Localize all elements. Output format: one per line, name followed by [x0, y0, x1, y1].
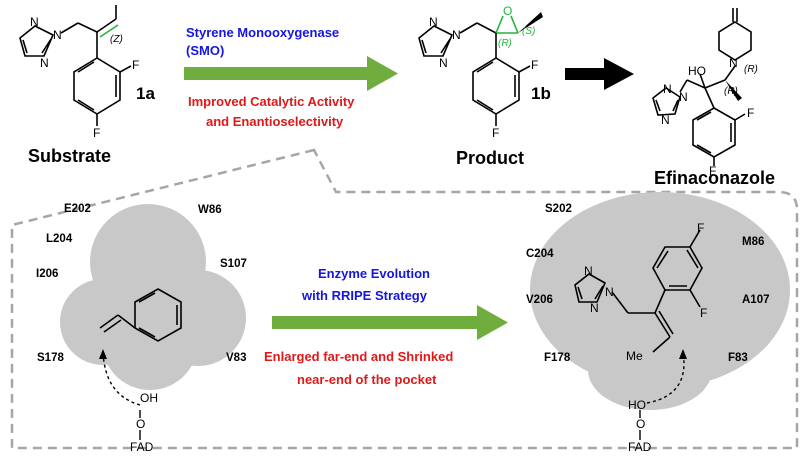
efinaconazole-label: Efinaconazole: [654, 168, 776, 188]
enzyme-abbrev: (SMO): [186, 43, 225, 58]
efinaconazole-r-2: (R): [724, 86, 738, 97]
efinaconazole-n-triazole-3: N: [661, 113, 670, 127]
residue-c204: C204: [526, 248, 554, 260]
residue-s202: S202: [545, 203, 572, 215]
evolution-line-2: with RRIPE Strategy: [302, 288, 427, 303]
product-label: Product: [456, 148, 525, 168]
residue-v83: V83: [226, 352, 247, 364]
product-s-label: (S): [522, 26, 536, 37]
product-n-2: N: [429, 15, 438, 29]
residue-s178: S178: [37, 352, 64, 364]
product-methyl-wedge: [518, 12, 543, 33]
substrate-n-1: N: [53, 28, 62, 42]
residue-m86: M86: [742, 236, 765, 248]
product-structure: [418, 15, 531, 126]
efinaconazole-structure: [652, 8, 752, 166]
pocket-f-para: F: [697, 221, 705, 235]
residue-f83: F83: [728, 352, 748, 364]
bottom-green-arrow: [272, 305, 508, 340]
pocket-n-1: N: [605, 285, 614, 299]
substrate-id: 1a: [136, 84, 155, 103]
substrate-n-2: N: [30, 15, 39, 29]
wt-oh-label: OH: [140, 391, 158, 405]
substrate-structure: [19, 5, 132, 126]
wt-fad-label: FAD: [130, 440, 154, 454]
wild-type-pocket: [60, 204, 246, 390]
mut-ho-label: HO: [628, 398, 646, 412]
wt-o-label: O: [136, 417, 146, 431]
residue-f178: F178: [544, 352, 571, 364]
top-green-arrow: [184, 56, 398, 91]
substrate-label: Substrate: [28, 146, 112, 166]
pocket-n-3: N: [590, 301, 599, 315]
mut-fad-peroxide: [639, 349, 687, 440]
product-n-1: N: [452, 28, 461, 42]
pocket-line-2: near-end of the pocket: [297, 372, 437, 387]
product-id: 1b: [531, 84, 551, 103]
evolution-line-1: Enzyme Evolution: [318, 266, 430, 281]
pocket-me-label: Me: [626, 349, 643, 363]
efinaconazole-r-1: (R): [744, 64, 758, 75]
pocket-callout-outline: [10, 148, 799, 450]
efinaconazole-methyl-wedge: [725, 80, 742, 101]
residue-w86: W86: [198, 204, 222, 216]
substrate-n-3: N: [40, 56, 49, 70]
efinaconazole-f-para: F: [709, 164, 717, 178]
efinaconazole-n-triazole: N: [679, 90, 688, 104]
product-r-label: (R): [498, 38, 512, 49]
pocket-line-1: Enlarged far-end and Shrinked: [264, 349, 454, 364]
residue-l204: L204: [46, 233, 73, 245]
pocket-substrate-structure: [574, 229, 703, 353]
product-n-3: N: [439, 56, 448, 70]
residue-v206: V206: [526, 294, 553, 306]
efinaconazole-n-piperidine: N: [729, 56, 738, 70]
substrate-f-ortho: F: [132, 58, 140, 72]
improvement-line-2: and Enantioselectivity: [206, 114, 344, 129]
mutant-pocket: [530, 192, 790, 410]
product-f-ortho: F: [531, 58, 539, 72]
mut-o-label: O: [636, 417, 646, 431]
product-f-para: F: [492, 126, 500, 140]
mut-fad-label: FAD: [628, 440, 652, 454]
residue-e202: E202: [64, 203, 91, 215]
improvement-line-1: Improved Catalytic Activity: [188, 94, 355, 109]
efinaconazole-f-ortho: F: [747, 106, 755, 120]
efinaconazole-n-triazole-2: N: [663, 82, 672, 96]
pocket-f-ortho: F: [700, 306, 708, 320]
wt-fad-peroxide: [99, 349, 141, 440]
efinaconazole-oh: HO: [688, 64, 706, 78]
substrate-f-para: F: [93, 126, 101, 140]
product-epoxide-o: O: [503, 4, 513, 18]
residue-s107: S107: [220, 258, 247, 270]
black-arrow: [565, 58, 634, 90]
pocket-n-2: N: [584, 264, 593, 278]
substrate-z-label: (Z): [110, 34, 123, 45]
residue-a107: A107: [742, 294, 770, 306]
enzyme-name: Styrene Monooxygenase: [186, 25, 340, 40]
styrene-structure: [99, 288, 182, 342]
residue-i206: I206: [36, 268, 59, 280]
